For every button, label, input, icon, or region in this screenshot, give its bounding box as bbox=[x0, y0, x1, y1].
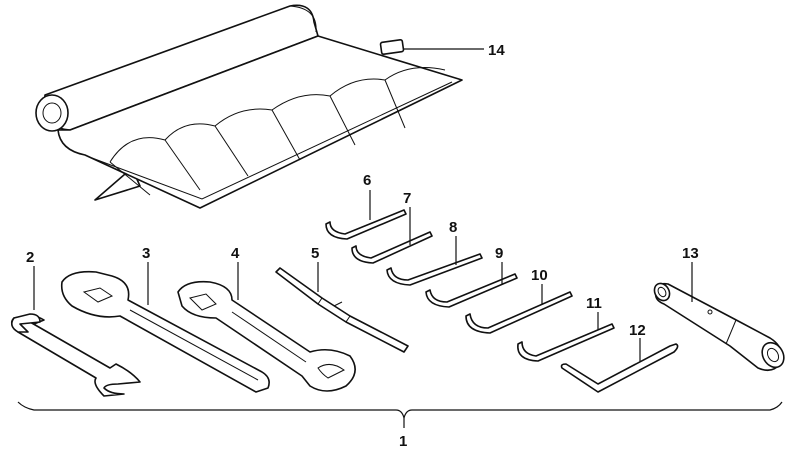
screwdriver: 5 bbox=[275, 245, 409, 353]
callout-5: 5 bbox=[311, 245, 319, 262]
hex-key-6: 6 bbox=[325, 172, 407, 240]
wrench-small: 2 bbox=[10, 249, 141, 397]
callout-2: 2 bbox=[26, 249, 34, 266]
hex-key-12: 12 bbox=[560, 322, 679, 393]
callout-9: 9 bbox=[495, 245, 503, 262]
callout-12: 12 bbox=[629, 322, 646, 339]
hex-key-11: 11 bbox=[517, 295, 615, 362]
callout-3: 3 bbox=[142, 245, 150, 262]
callout-14: 14 bbox=[488, 42, 505, 59]
hex-key-7: 7 bbox=[351, 190, 433, 264]
callout-10: 10 bbox=[531, 267, 548, 284]
box-spanner: 13 bbox=[653, 245, 785, 372]
callout-11: 11 bbox=[586, 295, 602, 312]
callout-4: 4 bbox=[231, 245, 240, 262]
group-bracket: 1 bbox=[17, 401, 783, 450]
callout-8: 8 bbox=[449, 219, 457, 236]
wrench-medium: 3 bbox=[60, 245, 270, 393]
callout-13: 13 bbox=[682, 245, 699, 262]
hex-key-8: 8 bbox=[386, 219, 483, 286]
callout-1: 1 bbox=[399, 433, 407, 450]
callout-7: 7 bbox=[403, 190, 411, 207]
hex-key-10: 10 bbox=[465, 267, 573, 334]
tool-roll: 14 bbox=[35, 4, 505, 209]
callout-6: 6 bbox=[363, 172, 371, 189]
hex-key-9: 9 bbox=[425, 245, 518, 308]
wrench-large: 4 bbox=[177, 245, 356, 392]
